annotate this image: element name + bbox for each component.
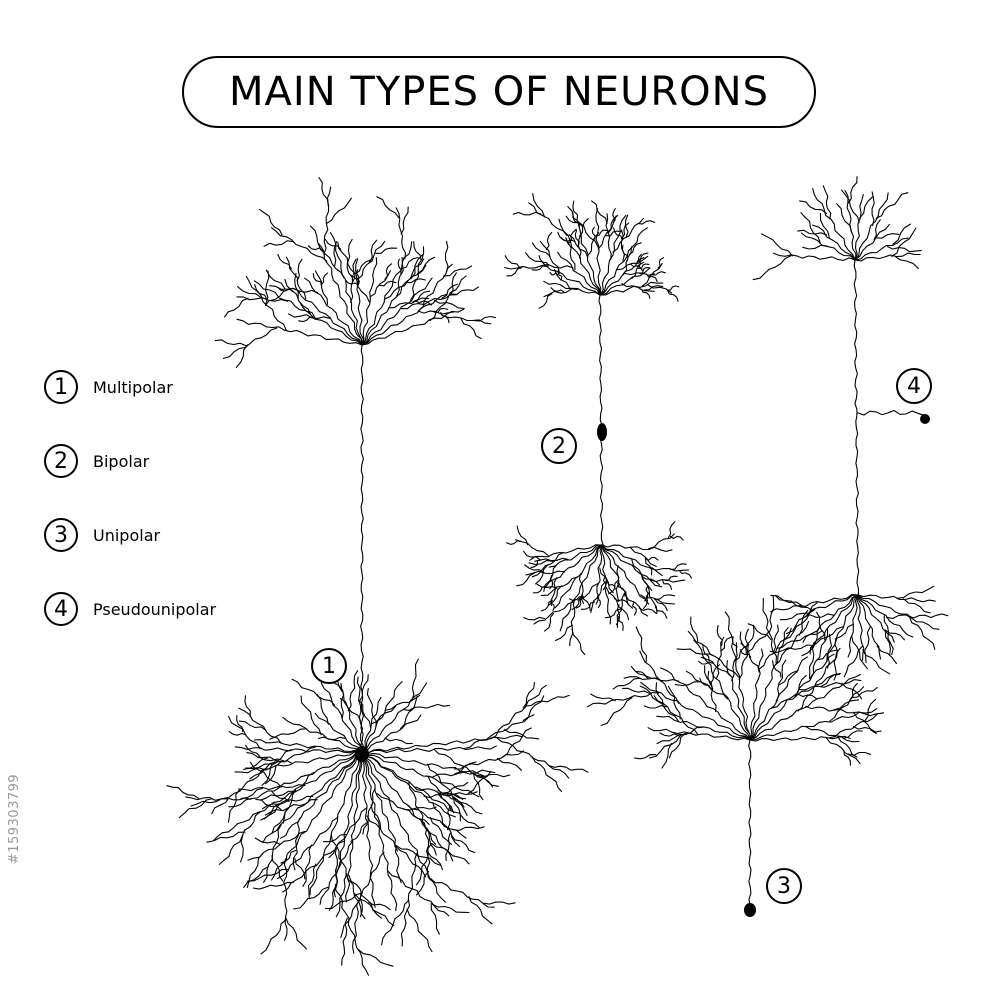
unipolar-marker: 3 [766, 868, 802, 904]
stock-id-watermark: #159303799 [7, 773, 22, 865]
legend-number-circle: 3 [44, 518, 78, 552]
legend-item-bipolar: 2 Bipolar [44, 442, 216, 480]
pseudounipolar-marker: 4 [896, 368, 932, 404]
legend-number-circle: 1 [44, 370, 78, 404]
bipolar-neuron [504, 193, 693, 656]
legend-number-circle: 4 [44, 592, 78, 626]
title-banner: MAIN TYPES OF NEURONS [182, 56, 816, 128]
pseudounipolar-neuron [752, 176, 949, 681]
multipolar-neuron [166, 177, 589, 976]
legend-number-circle: 2 [44, 444, 78, 478]
unipolar-neuron [586, 595, 885, 917]
legend-item-pseudounipolar: 4 Pseudounipolar [44, 590, 216, 628]
legend-item-unipolar: 3 Unipolar [44, 516, 216, 554]
legend-item-multipolar: 1 Multipolar [44, 368, 216, 406]
page-title: MAIN TYPES OF NEURONS [229, 69, 769, 115]
multipolar-marker: 1 [311, 648, 347, 684]
legend: 1 Multipolar 2 Bipolar 3 Unipolar 4 Pseu… [44, 368, 216, 664]
legend-label: Unipolar [93, 525, 161, 545]
legend-label: Multipolar [93, 377, 173, 397]
legend-label: Bipolar [93, 451, 150, 471]
bipolar-marker: 2 [541, 428, 577, 464]
legend-label: Pseudounipolar [93, 599, 217, 619]
